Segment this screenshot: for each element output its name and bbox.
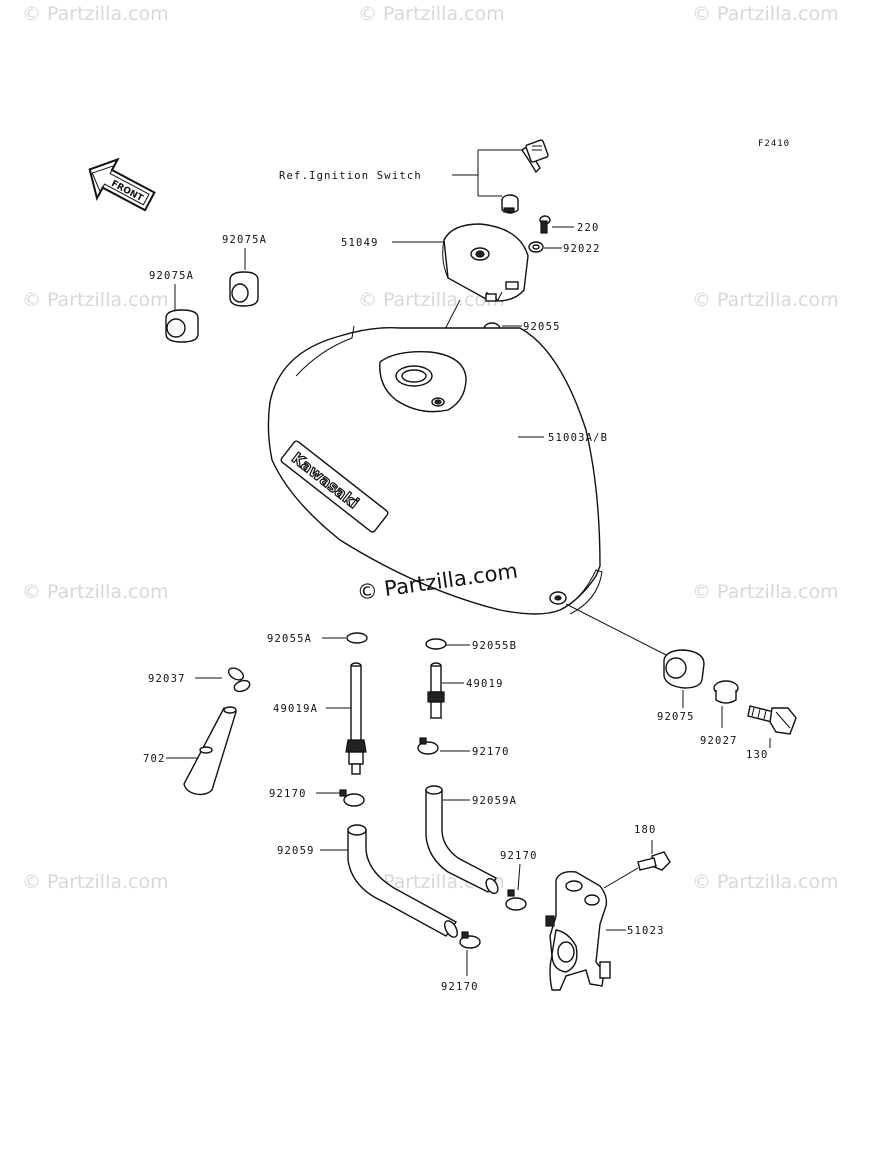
fitting-49019: 49019 [427,662,504,719]
collar-92027: 92027 [700,680,739,747]
bolt-180: 180 [603,824,671,889]
part-label: 92075A [149,270,194,282]
clip-92037: 92037 [148,667,251,693]
watermark: © Partzilla.com [692,3,839,25]
rubber-92075: 92075 [657,649,705,723]
part-label: 92059 [277,845,315,857]
part-label: 92055 [523,321,561,333]
part-label: 92027 [700,735,738,747]
part-label: 49019A [273,703,318,715]
clamp-92170-d: 92170 [441,931,481,993]
part-label: 92075 [657,711,695,723]
clamp-92170-a: 92170 [417,737,510,758]
part-label: 92022 [563,243,601,255]
key-icon [521,139,549,174]
part-label: 92170 [500,850,538,862]
watermark: © Partzilla.com [692,871,839,893]
fitting-49019A: 49019A [273,662,367,775]
tube-702: 702 [143,706,237,796]
part-label: 92170 [269,788,307,800]
damper-92075A-top: 92075A [222,234,267,307]
watermark: © Partzilla.com [22,289,169,311]
part-label: 130 [746,749,769,761]
clamp-92170-b: 92170 [269,788,365,807]
screw-220: 220 [539,215,600,234]
watermark: © Partzilla.com [358,3,505,25]
watermark: © Partzilla.com [692,289,839,311]
o-ring-92055A: 92055A [267,632,368,645]
part-label: 702 [143,753,166,765]
fuel-cap-51049: 51049 [341,223,529,302]
watermark: © Partzilla.com [22,871,169,893]
watermark: © Partzilla.com [22,581,169,603]
fuel-cock-51023: 51023 [545,870,665,991]
part-label: 51023 [627,925,665,937]
clamp-92170-c: 92170 [500,850,538,911]
front-arrow-icon: FRONT [88,157,156,212]
o-ring-92055B: 92055B [425,638,517,652]
hose-92059: 92059 [277,824,458,938]
part-label: 92059A [472,795,517,807]
figure-code: F2410 [758,139,790,149]
damper-92075A-left: 92075A [149,270,199,343]
washer-92022: 92022 [528,241,601,255]
part-label: 92055B [472,640,517,652]
part-label: 92075A [222,234,267,246]
part-label: 92170 [441,981,479,993]
hose-92059A: 92059A [425,785,517,895]
part-label: 51049 [341,237,379,249]
watermark-layer: © Partzilla.com © Partzilla.com © Partzi… [22,3,839,893]
fuel-tank-51003: Kawasaki 51003A/B [267,325,673,659]
part-label: 180 [634,824,657,836]
watermark: © Partzilla.com [22,3,169,25]
part-label: 92055A [267,633,312,645]
part-label: 220 [577,222,600,234]
part-label: 92170 [472,746,510,758]
part-label: 92037 [148,673,186,685]
part-label: 51003A/B [548,432,608,444]
watermark: © Partzilla.com [692,581,839,603]
part-label: 49019 [466,678,504,690]
bolt-130: 130 [746,705,797,761]
watermark: © Partzilla.com [358,289,505,311]
reference-label: Ref.Ignition Switch [279,170,422,182]
ignition-switch-reference: Ref.Ignition Switch [279,139,549,214]
lock-cylinder-icon [501,194,519,214]
